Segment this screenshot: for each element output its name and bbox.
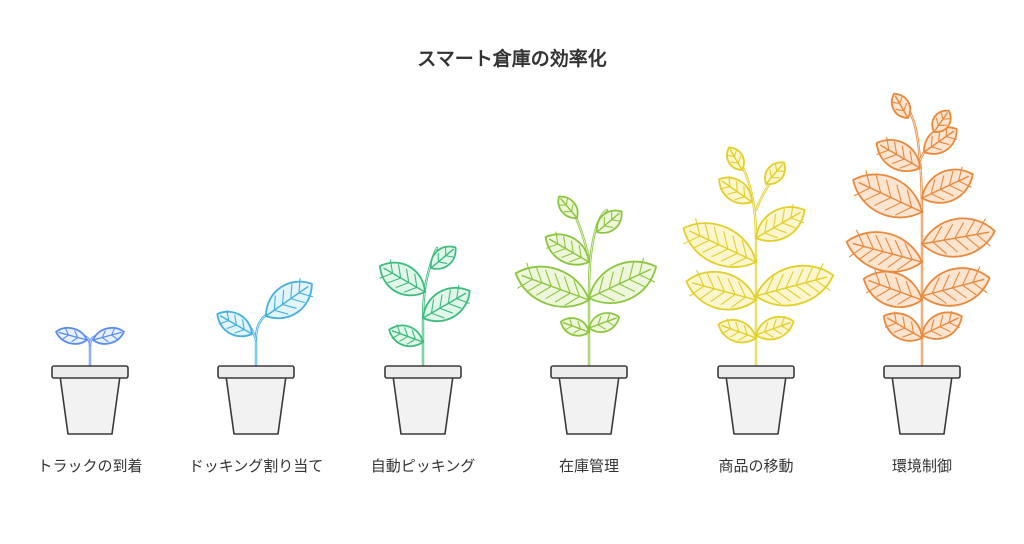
leaf bbox=[717, 318, 757, 344]
leaf bbox=[216, 310, 253, 338]
leaf bbox=[718, 176, 753, 205]
stage-label-5: 商品の移動 bbox=[718, 457, 794, 475]
leaf bbox=[514, 262, 590, 308]
leaf bbox=[265, 278, 314, 320]
leaf bbox=[882, 311, 923, 342]
leaf bbox=[544, 231, 590, 266]
leaf bbox=[764, 161, 786, 185]
leaf bbox=[921, 310, 963, 340]
pot-body bbox=[558, 375, 620, 435]
leaf bbox=[755, 203, 806, 242]
leaf bbox=[726, 146, 745, 171]
leaf bbox=[921, 266, 991, 307]
leaf bbox=[921, 166, 974, 204]
stage-label-6: 環境制御 bbox=[891, 457, 952, 475]
plant-stage-4 bbox=[514, 195, 657, 435]
pot-rim bbox=[717, 365, 795, 379]
leaf bbox=[430, 245, 457, 270]
leaf bbox=[862, 269, 923, 309]
leaf bbox=[588, 257, 657, 304]
leaf bbox=[931, 109, 952, 133]
pot-rim bbox=[51, 365, 129, 379]
pot-body bbox=[725, 375, 787, 435]
plant-stage-2 bbox=[216, 278, 314, 435]
pot-body bbox=[891, 375, 953, 435]
leaf bbox=[388, 324, 424, 348]
leaf bbox=[588, 312, 620, 333]
stage-label-3: 自動ピッキング bbox=[370, 457, 476, 475]
leaf bbox=[422, 284, 471, 323]
leaf bbox=[92, 327, 125, 345]
plant-stage-1 bbox=[51, 327, 129, 435]
leaf bbox=[596, 209, 623, 234]
plant-stage-5 bbox=[682, 146, 835, 435]
pot-rim bbox=[883, 365, 961, 379]
leaf bbox=[559, 317, 590, 337]
pot-rim bbox=[217, 365, 295, 379]
leaf bbox=[755, 263, 835, 307]
pot-rim bbox=[550, 365, 628, 379]
leaf bbox=[685, 269, 757, 311]
leaf bbox=[890, 92, 912, 119]
stage-label-4: 在庫管理 bbox=[558, 457, 619, 475]
leaf bbox=[921, 217, 996, 258]
leaf bbox=[852, 170, 923, 219]
pot-rim bbox=[384, 365, 462, 379]
diagram-title: スマート倉庫の効率化 bbox=[417, 48, 607, 70]
plant-stage-3 bbox=[379, 245, 471, 435]
leaf bbox=[682, 218, 757, 268]
leaf bbox=[379, 259, 426, 297]
leaf bbox=[923, 125, 958, 155]
leaf bbox=[557, 195, 579, 219]
pot-body bbox=[59, 375, 121, 435]
leaf bbox=[845, 229, 923, 273]
leaf bbox=[755, 315, 795, 341]
pot-body bbox=[225, 375, 287, 435]
plant-stage-6 bbox=[845, 92, 996, 435]
stage-label-2: ドッキング割り当て bbox=[188, 457, 324, 475]
leaf bbox=[875, 136, 921, 173]
leaf bbox=[55, 327, 88, 345]
pot-body bbox=[392, 375, 454, 435]
stage-label-1: トラックの到着 bbox=[37, 457, 143, 475]
